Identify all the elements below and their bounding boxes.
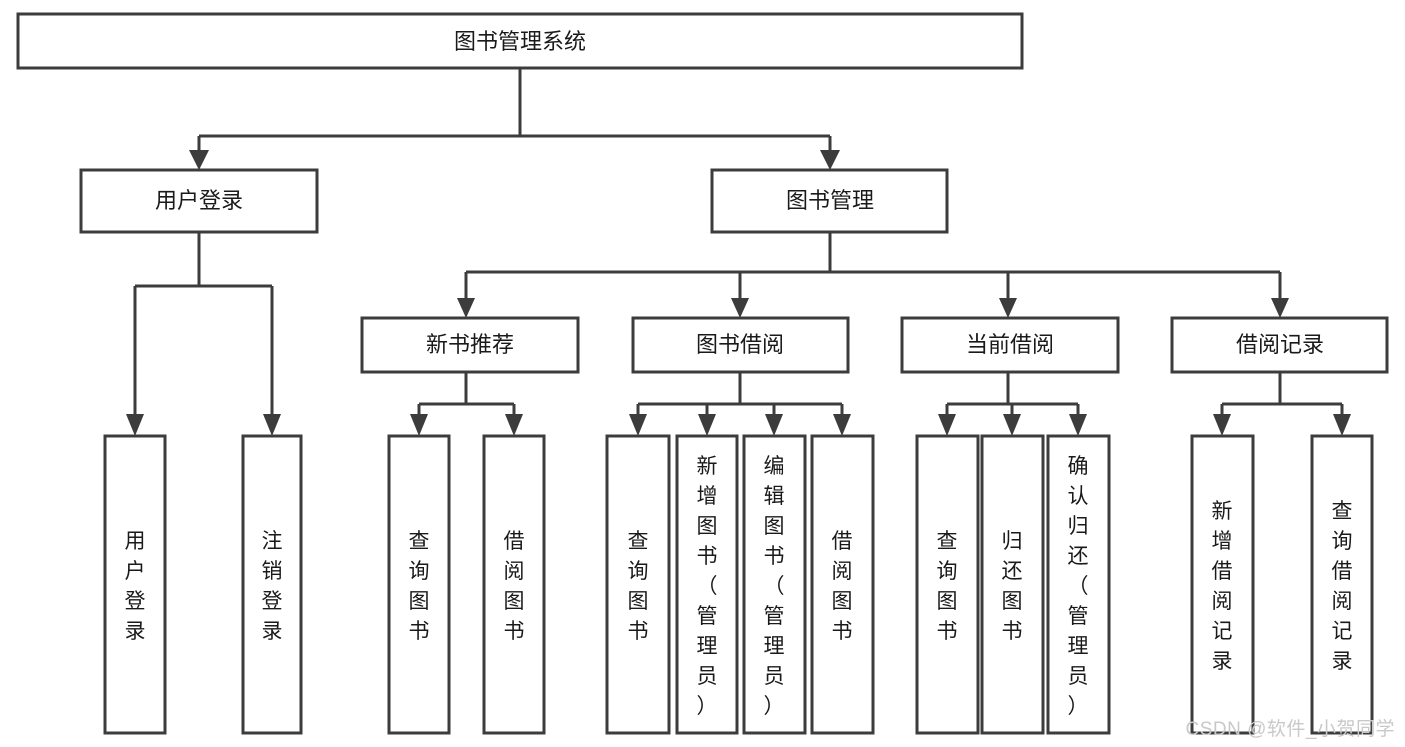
node-new-book-rec-label: 新书推荐	[426, 332, 514, 357]
node-book-borrow-label: 图书借阅	[696, 332, 784, 357]
arrow-to-book-manage	[820, 150, 840, 170]
node-root-rect[interactable]	[16, 12, 1024, 70]
node-leaf-return-book-rect[interactable]	[980, 434, 1045, 735]
node-leaf-add-record-label: 新增借阅记录	[1212, 500, 1233, 673]
connector-group-book-manage	[457, 232, 1289, 318]
node-new-book-rec-rect[interactable]	[360, 316, 580, 374]
node-leaf-query-book-1-rect[interactable]	[387, 434, 451, 735]
connector-group-current-borrow	[938, 372, 1087, 436]
arrow-to-leaf-logout	[263, 414, 281, 436]
node-leaf-confirm-return-label: 确认归还（管理员）	[1068, 455, 1089, 718]
node-leaf-add-book-rect[interactable]	[675, 434, 739, 735]
leaf-labels-group: 用户登录 注销登录 查询图书 借阅图书 查询图书 新增图书（管理员） 编辑图书（…	[125, 455, 1353, 718]
node-leaf-confirm-return-rect[interactable]	[1046, 434, 1111, 735]
node-leaf-query-record-rect[interactable]	[1310, 434, 1374, 735]
arrow-to-borrow-record	[1271, 298, 1289, 318]
node-new-book-rec[interactable]: 新书推荐	[360, 316, 580, 374]
node-leaf-borrow-book-2-rect[interactable]	[810, 434, 875, 735]
arrow-to-leaf-query-book-1	[410, 414, 428, 436]
node-leaf-borrow-book-1-label: 借阅图书	[504, 530, 525, 643]
node-leaf-borrow-book-1-rect[interactable]	[482, 434, 546, 735]
node-leaf-query-book-3-label: 查询图书	[937, 530, 958, 643]
node-user-login-label: 用户登录	[155, 188, 243, 213]
node-root[interactable]: 图书管理系统	[16, 12, 1024, 70]
node-root-label: 图书管理系统	[454, 29, 586, 54]
arrow-to-leaf-borrow-book-1	[505, 414, 523, 436]
arrow-to-leaf-return-book	[1003, 414, 1021, 436]
node-book-manage-label: 图书管理	[786, 188, 874, 213]
arrow-to-leaf-query-record	[1333, 414, 1351, 436]
node-leaf-borrow-book-2-label: 借阅图书	[832, 530, 853, 643]
node-leaf-user-login-rect[interactable]	[103, 434, 167, 735]
node-leaf-logout-label: 注销登录	[262, 530, 283, 643]
node-user-login[interactable]: 用户登录	[79, 168, 319, 234]
node-leaf-edit-book-label: 编辑图书（管理员）	[764, 455, 785, 718]
node-leaf-query-book-3-rect[interactable]	[915, 434, 980, 735]
arrow-to-current-borrow	[999, 298, 1017, 318]
node-leaf-query-record-label: 查询借阅记录	[1332, 500, 1353, 673]
arrow-to-user-login	[189, 150, 209, 170]
node-current-borrow-label: 当前借阅	[966, 332, 1054, 357]
node-leaf-edit-book-rect[interactable]	[742, 434, 807, 735]
node-borrow-record-label: 借阅记录	[1236, 332, 1324, 357]
node-leaf-logout-rect[interactable]	[241, 434, 303, 735]
node-leaf-query-book-2-label: 查询图书	[628, 530, 649, 643]
node-book-borrow-rect[interactable]	[631, 316, 850, 374]
node-user-login-rect[interactable]	[79, 168, 319, 234]
node-borrow-record-rect[interactable]	[1170, 316, 1389, 374]
node-leaf-query-book-1-label: 查询图书	[409, 530, 430, 643]
node-leaf-query-book-2-rect[interactable]	[605, 434, 671, 735]
arrow-to-new-book-rec	[457, 298, 475, 318]
node-leaf-add-record-rect[interactable]	[1190, 434, 1255, 735]
node-current-borrow[interactable]: 当前借阅	[900, 316, 1120, 374]
connector-group-root	[189, 68, 840, 170]
node-book-manage[interactable]: 图书管理	[710, 168, 949, 234]
connector-group-borrow-record	[1213, 372, 1351, 436]
node-book-borrow[interactable]: 图书借阅	[631, 316, 850, 374]
connector-group-user-login	[126, 232, 281, 436]
csdn-watermark: CSDN @软件_小贺同学	[1185, 719, 1395, 740]
arrow-to-leaf-confirm-return	[1069, 414, 1087, 436]
arrow-to-leaf-user-login	[126, 414, 144, 436]
arrow-to-leaf-add-book	[698, 414, 716, 436]
arrow-to-leaf-edit-book	[765, 414, 783, 436]
node-current-borrow-rect[interactable]	[900, 316, 1120, 374]
node-leaf-return-book-label: 归还图书	[1002, 530, 1023, 643]
connector-group-new-book-rec	[410, 372, 523, 436]
node-leaf-user-login-label: 用户登录	[125, 530, 146, 643]
node-borrow-record[interactable]: 借阅记录	[1170, 316, 1389, 374]
arrow-to-leaf-add-record	[1213, 414, 1231, 436]
arrow-to-leaf-query-book-2	[629, 414, 647, 436]
arrow-to-leaf-query-book-3	[938, 414, 956, 436]
arrow-to-book-borrow	[731, 298, 749, 318]
leaf-boxes-group	[103, 434, 1374, 735]
arrow-to-leaf-borrow-book-2	[833, 414, 851, 436]
node-leaf-add-book-label: 新增图书（管理员）	[697, 455, 718, 718]
node-book-manage-rect[interactable]	[710, 168, 949, 234]
connector-group-book-borrow	[629, 372, 851, 436]
